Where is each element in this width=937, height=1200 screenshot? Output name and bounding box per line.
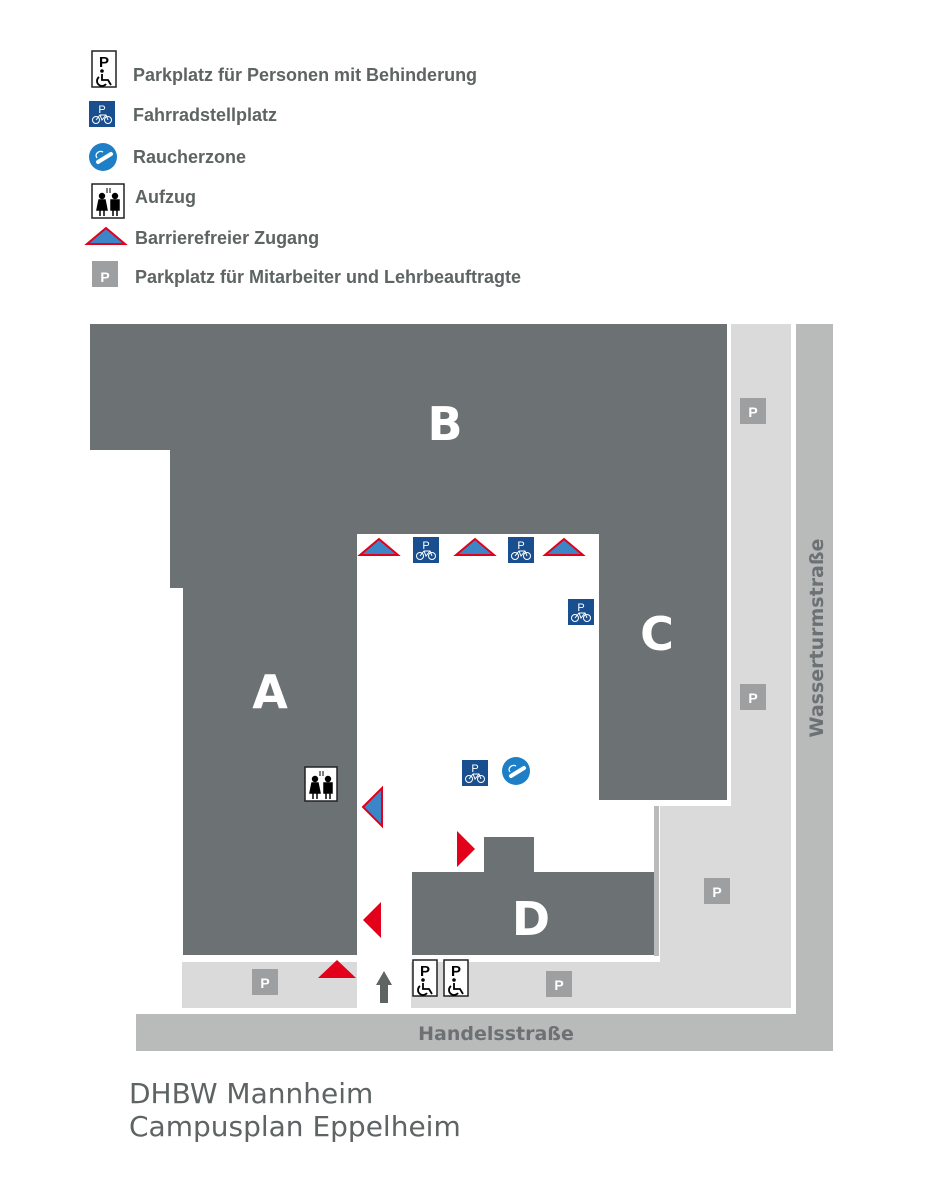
- accessible-entrance-icon: [455, 538, 495, 556]
- legend-label: Barrierefreier Zugang: [135, 228, 319, 248]
- smoking-zone-icon: [500, 755, 532, 787]
- entrance-arrow-icon: [457, 831, 475, 867]
- bicycle-parking-icon: [507, 536, 535, 564]
- bicycle-parking-icon: [88, 100, 116, 128]
- legend-label: Parkplatz für Personen mit Behinderung: [133, 65, 477, 85]
- svg-text:P: P: [554, 977, 563, 993]
- elevator-icon: [91, 183, 125, 219]
- street-label-bottom: Handelsstraße: [418, 1023, 574, 1045]
- accessible-entrance-icon: [86, 227, 126, 245]
- svg-text:P: P: [748, 404, 757, 420]
- legend-label: Fahrradstellplatz: [133, 105, 277, 125]
- legend-label: Raucherzone: [133, 147, 246, 167]
- wheelchair-parking-icon: [412, 959, 438, 997]
- bicycle-parking-icon: [567, 598, 595, 626]
- entrance-arrow-icon: [318, 960, 356, 978]
- building-label-c: C: [640, 607, 674, 661]
- wheelchair-parking-icon: [443, 959, 469, 997]
- building-d: [412, 837, 654, 955]
- legend-label: Aufzug: [135, 187, 196, 207]
- street-wasserturmstrasse: [796, 324, 833, 1051]
- divider: [654, 806, 659, 956]
- title-line-2: Campusplan Eppelheim: [129, 1110, 461, 1143]
- access-arrow-icon: [376, 971, 392, 1003]
- parking-symbol: P: [100, 269, 109, 285]
- street-label-right: Wasserturmstraße: [806, 539, 828, 738]
- street-handelsstrasse: [136, 1014, 833, 1051]
- accessible-entrance-icon: [544, 538, 584, 556]
- elevator-icon: [304, 766, 338, 802]
- entrance-arrow-icon: [363, 902, 381, 938]
- bicycle-parking-icon: [412, 536, 440, 564]
- accessible-entrance-icon: [359, 538, 399, 556]
- svg-text:P: P: [712, 884, 721, 900]
- wheelchair-parking-icon: [91, 50, 117, 88]
- title-line-1: DHBW Mannheim: [129, 1077, 373, 1110]
- building-label-d: D: [512, 892, 550, 946]
- building-label-b: B: [427, 397, 462, 451]
- accessible-entrance-icon: [361, 785, 383, 829]
- smoking-zone-icon: [87, 141, 119, 173]
- legend: Parkplatz für Personen mit Behinderung F…: [86, 50, 521, 287]
- bicycle-parking-icon: [461, 759, 489, 787]
- svg-text:P: P: [748, 690, 757, 706]
- building-label-a: A: [252, 665, 288, 719]
- svg-text:P: P: [260, 975, 269, 991]
- staff-parking-markers: P P P P P: [252, 398, 766, 997]
- legend-label: Parkplatz für Mitarbeiter und Lehrbeauft…: [135, 267, 521, 287]
- buildings-abc: [90, 324, 727, 955]
